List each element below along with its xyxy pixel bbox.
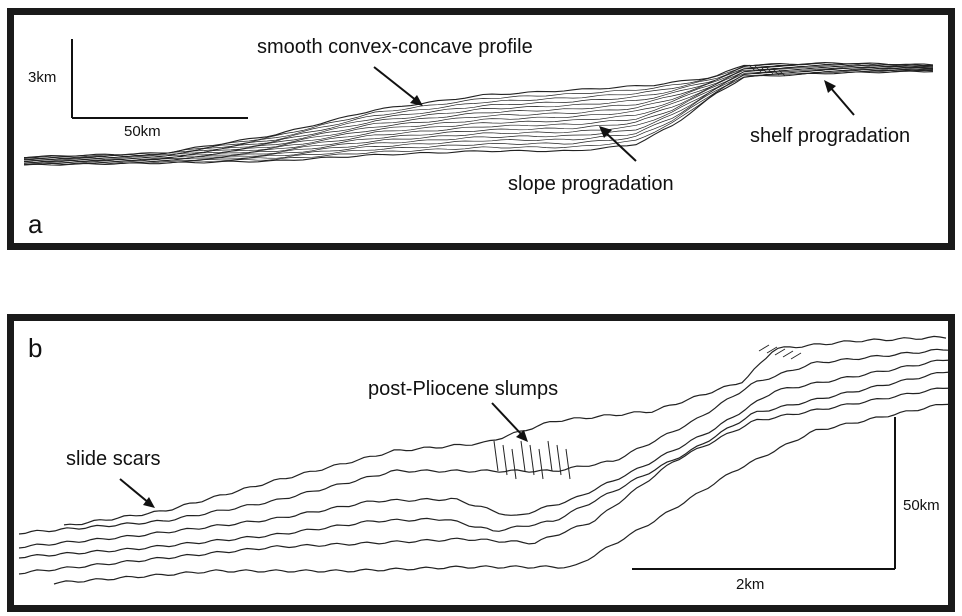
arrow-slumps [492, 403, 528, 442]
scale-horizontal-label: 50km [124, 124, 161, 139]
slump-block [557, 445, 561, 475]
label-shelf-progradation: shelf progradation [750, 126, 910, 146]
panel-letter-a: a [28, 211, 42, 237]
slump-block [530, 445, 534, 475]
horizon-line [54, 404, 948, 584]
shelf-clinoform [783, 351, 793, 357]
label-slide-scars: slide scars [66, 449, 160, 469]
arrow-smooth-profile [374, 67, 423, 106]
arrow-slide-scars [120, 479, 155, 508]
panel-b: post-Pliocene slumps slide scars 50km 2k… [7, 314, 955, 612]
panel-a-reflectors [24, 63, 933, 166]
panel-a-scale-bar [72, 39, 248, 118]
reflector-line [24, 68, 933, 162]
slump-block [521, 441, 525, 471]
arrow-shelf-progradation [824, 80, 854, 115]
slump-block [512, 449, 516, 479]
label-smooth-profile: smooth convex-concave profile [257, 37, 533, 57]
slump-block [539, 449, 543, 479]
slump-block [494, 441, 498, 471]
panel-b-arrows [120, 403, 528, 508]
reflector-line [24, 69, 933, 164]
panel-b-scale-bar [632, 417, 895, 569]
panel-letter-b: b [28, 335, 42, 361]
reflector-line [24, 69, 933, 163]
scale-horizontal-label-b: 2km [736, 577, 764, 592]
reflector-line [24, 70, 933, 164]
panel-a: smooth convex-concave profile shelf prog… [7, 8, 955, 250]
label-slope-progradation: slope progradation [508, 174, 674, 194]
scale-vertical-label: 3km [28, 70, 56, 85]
shelf-clinoform [759, 345, 769, 351]
slump-block [566, 449, 570, 479]
slump-block [503, 445, 507, 475]
label-post-pliocene-slumps: post-Pliocene slumps [368, 379, 558, 399]
shelf-clinoform [791, 353, 801, 359]
slump-block [548, 441, 552, 471]
scale-vertical-label-b: 50km [903, 498, 940, 513]
